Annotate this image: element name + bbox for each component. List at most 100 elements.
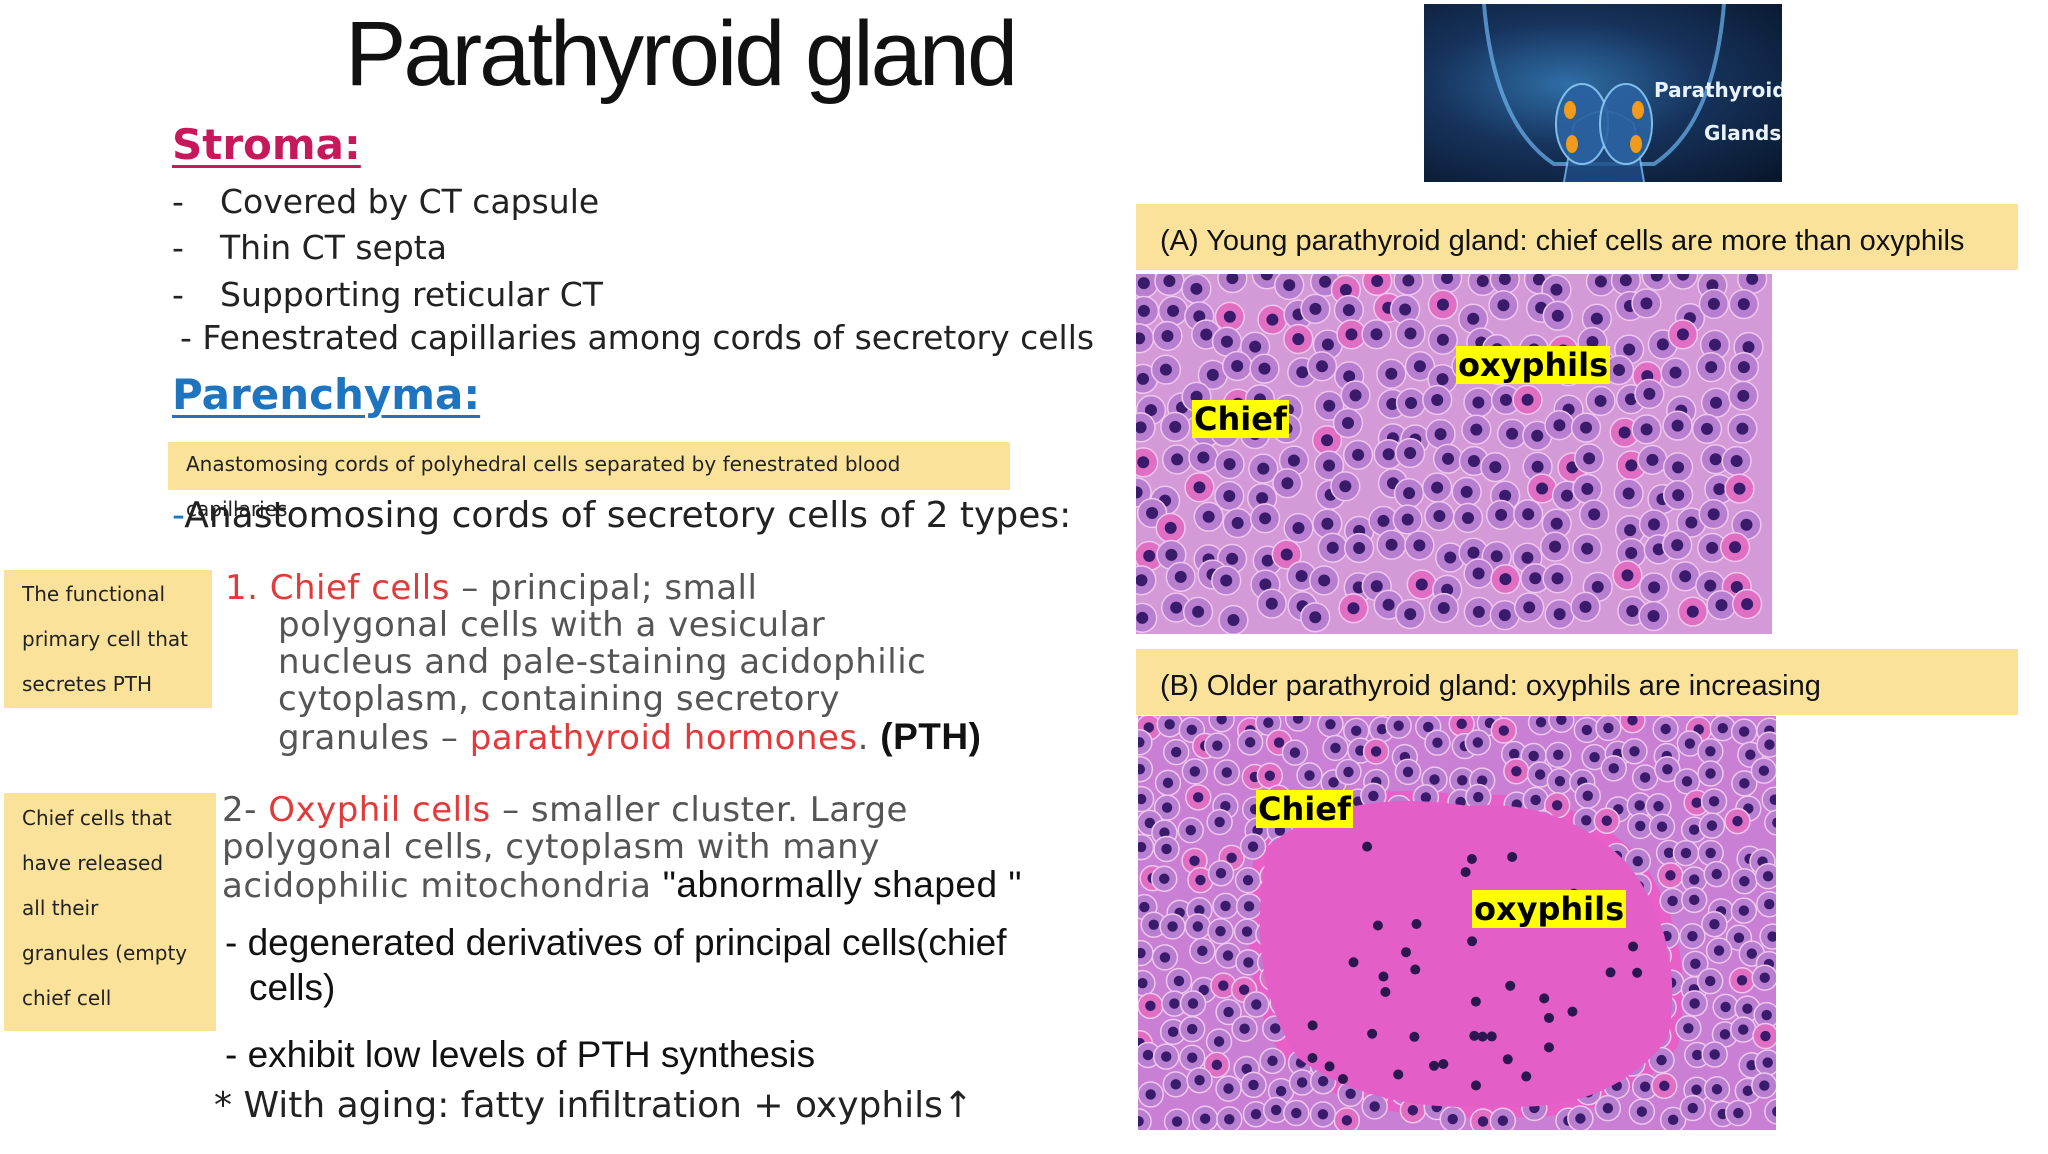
nucleus [1656,338,1669,351]
nucleus [1567,1006,1578,1017]
nucleus [1470,1080,1481,1091]
nucleus [1586,335,1599,348]
nucleus [1190,282,1203,295]
nucleus [1495,508,1508,521]
nucleus [1551,572,1564,585]
nucleus [1733,482,1746,495]
side-note-functional: The functional primary cell that secrete… [4,570,212,708]
nucleus [1760,1030,1771,1042]
nucleus [1197,945,1208,957]
nucleus [1413,539,1426,552]
panel-a-micrograph: oxyphils Chief [1136,274,1772,634]
nucleus [1345,328,1358,341]
nucleus [1762,871,1774,882]
nucleus [1241,1063,1252,1075]
nucleus [1165,548,1178,561]
nucleus [1627,716,1638,726]
nucleus [1683,1023,1694,1034]
nucleus [1705,975,1716,987]
stroma-item: -Supporting reticular CT [172,275,603,314]
nucleus [1244,737,1256,748]
nucleus [1713,945,1725,956]
nucleus [1470,996,1481,1007]
nucleus [1318,574,1331,587]
nucleus [1330,742,1341,754]
parenchyma-heading: Parenchyma: [172,370,481,419]
nucleus [1192,921,1204,932]
nucleus [1531,460,1544,473]
nucleus [1376,723,1388,735]
nucleus [1709,919,1720,930]
nucleus [1758,765,1770,776]
nucleus [1521,551,1534,564]
nucleus [1472,605,1485,618]
nucleus [1635,820,1646,832]
panel-b-micrograph: Chief oxyphils [1138,716,1776,1130]
nucleus [1251,999,1262,1010]
nucleus [1476,775,1488,786]
nucleus [1220,900,1231,912]
nucleus [1737,298,1750,311]
nucleus [1143,722,1155,733]
nucleus [1289,747,1301,758]
nucleus [1531,429,1544,442]
nucleus [1222,950,1234,961]
nucleus [1385,538,1398,551]
nucleus [1738,726,1750,737]
nucleus [1167,1026,1179,1038]
nucleus [1295,570,1308,583]
nucleus [1212,740,1223,751]
nucleus [1372,920,1383,931]
nucleus [1159,952,1171,963]
nucleus [1270,1104,1282,1116]
nucleus [1762,1057,1773,1068]
nucleus [1613,364,1626,377]
nucleus [1436,298,1449,311]
nucleus [1759,1080,1770,1091]
oxyphil-cells-text: 2- Oxyphil cells – smaller cluster. Larg… [222,790,1022,906]
nucleus [1529,572,1542,585]
nucleus [1243,957,1254,968]
nucleus [1582,790,1593,802]
nucleus [1167,921,1178,932]
nucleus [1161,843,1172,855]
nucleus [1438,1059,1449,1070]
nucleus [1505,980,1516,991]
nucleus [1342,304,1355,317]
nucleus [1535,716,1547,728]
nucleus [1732,815,1743,827]
nucleus [1339,283,1352,296]
nucleus [1477,1031,1488,1042]
nucleus [1136,332,1146,345]
nucleus [1409,1031,1420,1042]
nucleus [1326,541,1339,554]
nucleus [1223,490,1236,503]
nucleus [1206,368,1219,381]
panel-b-caption: (B) Older parathyroid gland: oxyphils ar… [1136,649,2018,715]
nucleus [1218,980,1229,991]
nucleus [1741,598,1754,611]
nucleus [1307,1020,1318,1031]
nucleus [1742,341,1755,354]
nucleus [1216,716,1227,725]
nucleus [1199,1113,1211,1124]
nucleus [1759,972,1770,983]
nucleus [1730,581,1743,594]
nucleus [1241,926,1253,937]
nucleus [1550,283,1563,296]
nucleus [1270,1023,1281,1034]
side-note-released: Chief cells that have released all their… [4,793,216,1031]
nucleus [1291,1107,1302,1119]
nucleus [1672,461,1685,474]
nucleus [1136,486,1143,499]
nucleus [1420,792,1432,803]
nucleus [1257,462,1270,475]
nucleus [1704,579,1717,592]
nucleus [1648,581,1661,594]
nucleus [1393,720,1404,731]
nucleus [1242,874,1254,886]
nucleus [1588,508,1601,521]
nucleus [1173,975,1185,987]
nucleus [1401,947,1412,958]
nucleus [1713,483,1726,496]
